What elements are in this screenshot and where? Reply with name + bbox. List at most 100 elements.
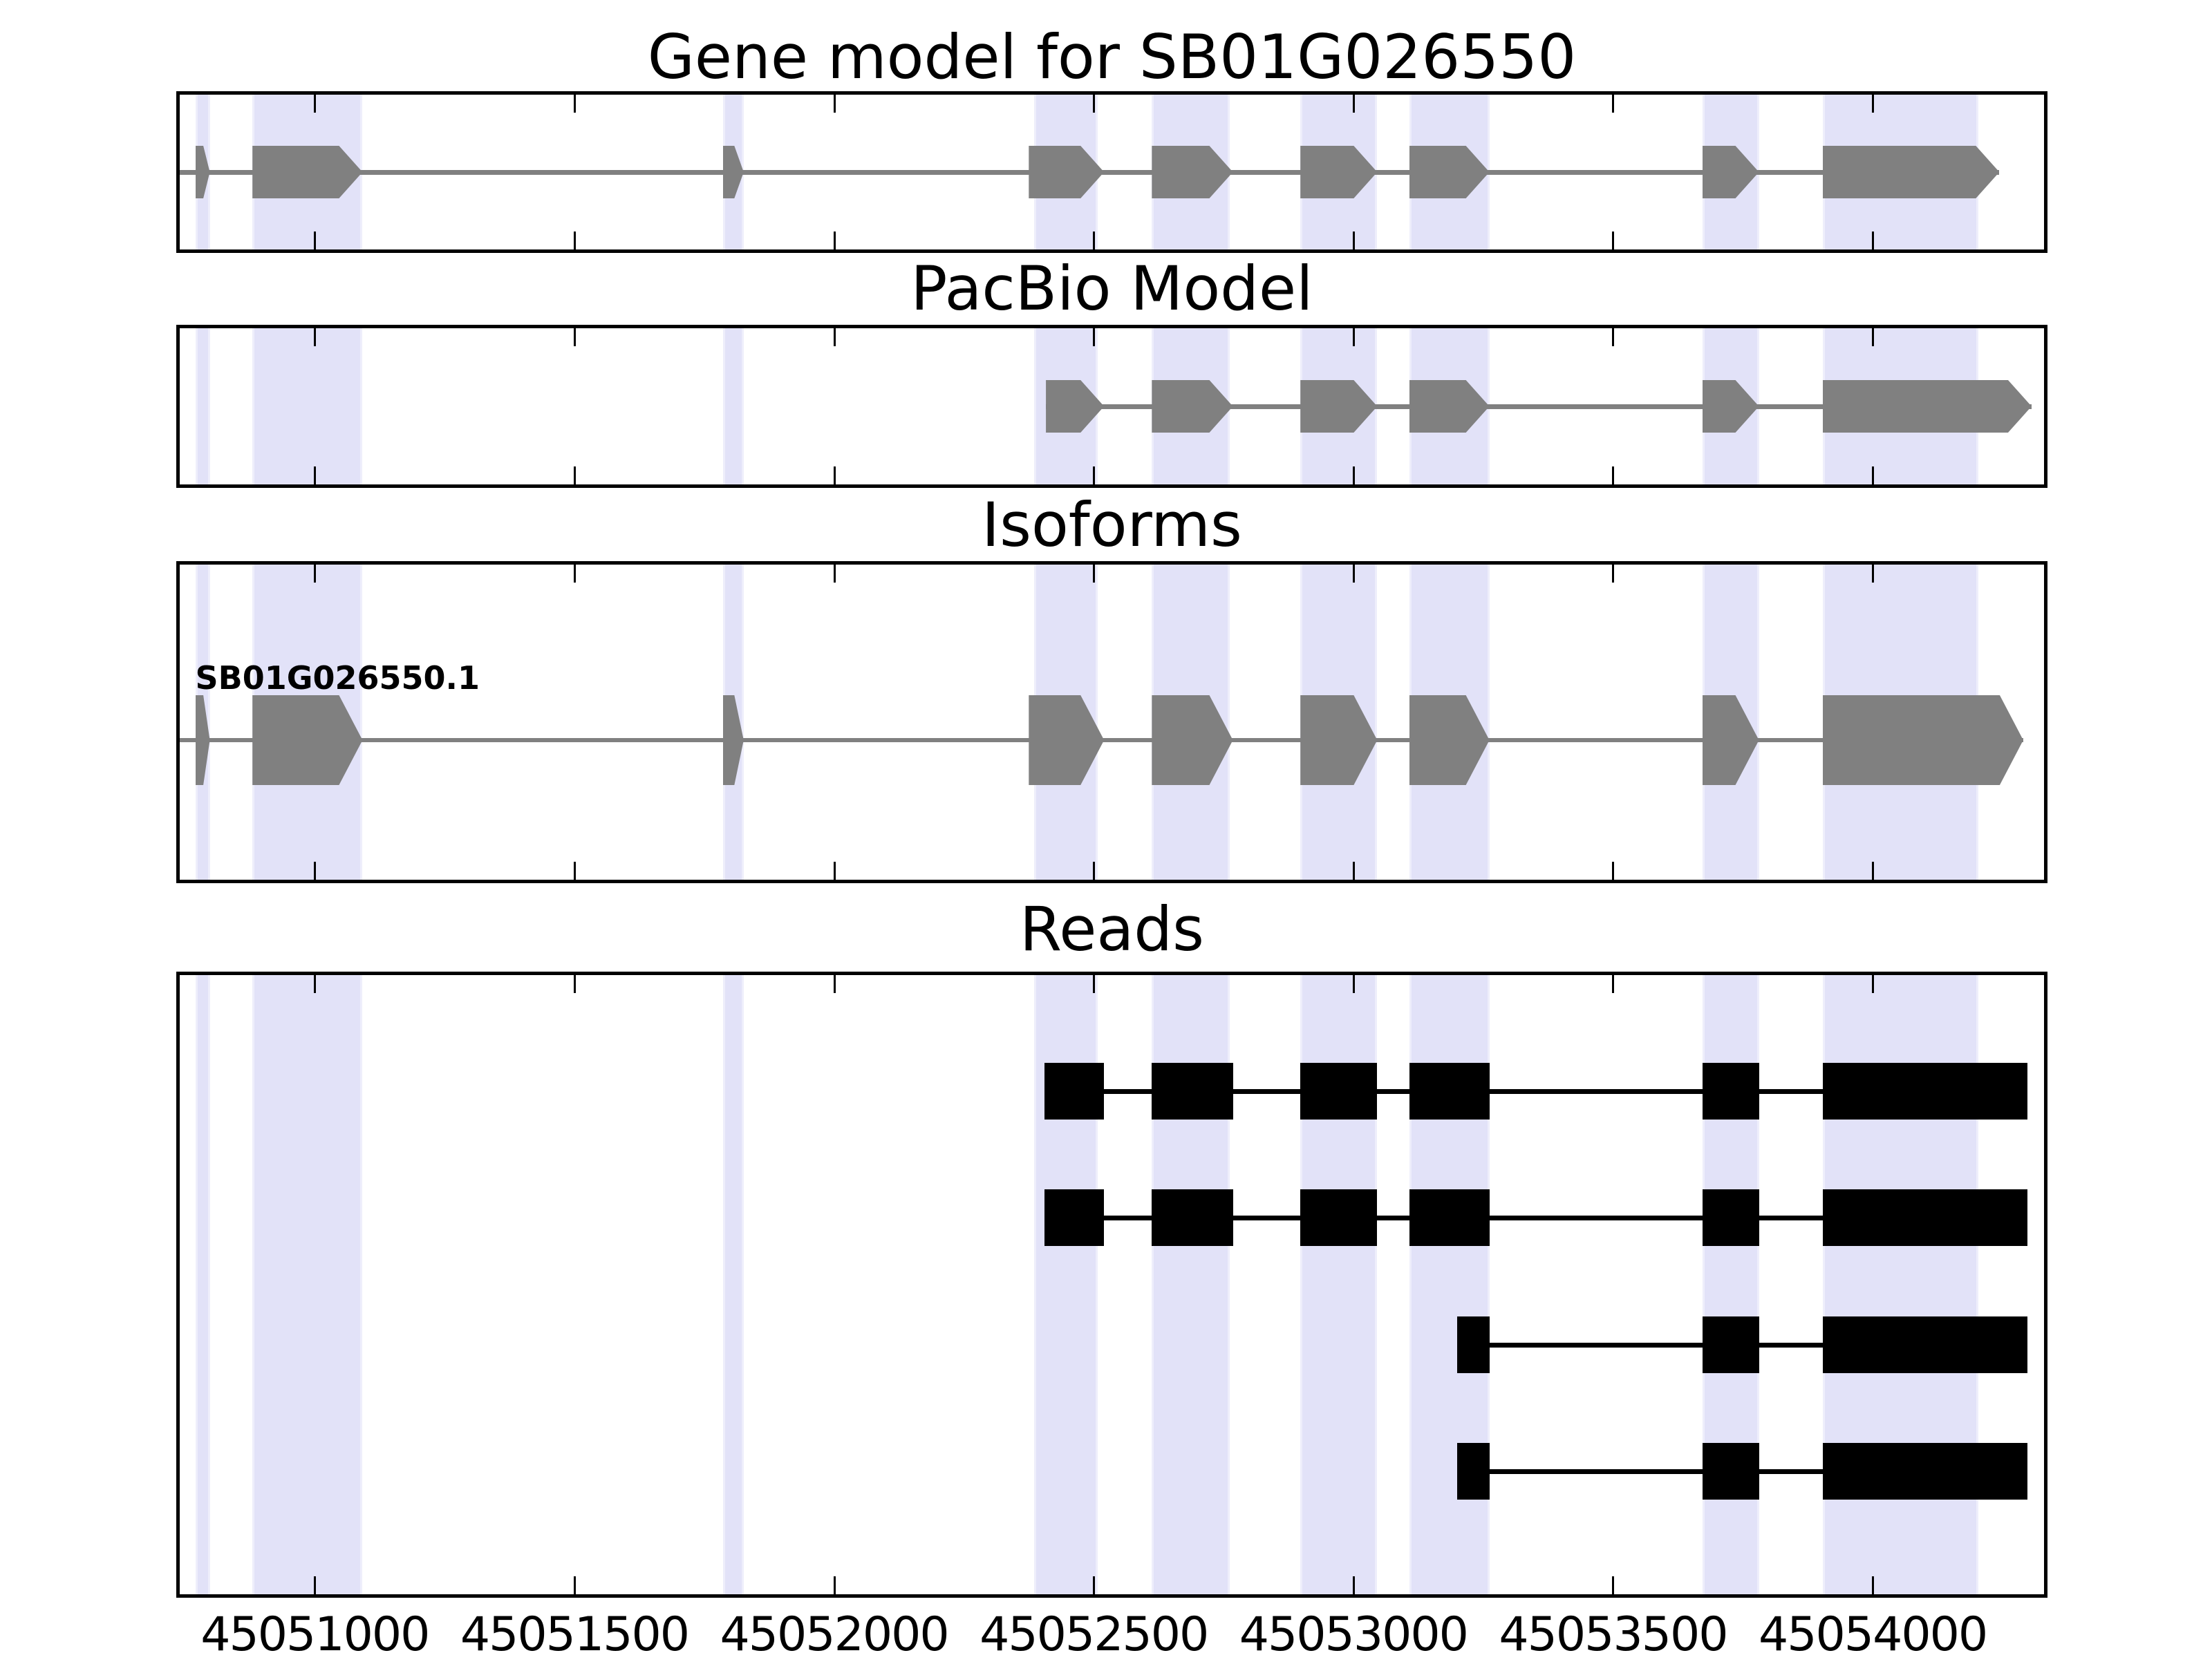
axis-tick-label: 45054000: [1759, 1607, 1988, 1662]
axis-tick: [1872, 975, 1875, 993]
intron-line: [1046, 404, 2032, 409]
axis-tick: [1093, 565, 1096, 583]
exon-highlight-band: [195, 328, 210, 484]
axis-tick: [1093, 95, 1096, 113]
axis-tick: [314, 466, 317, 484]
axis-tick: [314, 328, 317, 346]
read-exon-block: [1702, 1189, 1759, 1246]
axis-tick: [1612, 565, 1615, 583]
axis-tick: [1872, 95, 1875, 113]
exon-highlight-band: [195, 975, 210, 1594]
axis-tick-label: 45052000: [720, 1607, 950, 1662]
axis-tick: [833, 328, 836, 346]
read-exon-block: [1152, 1189, 1233, 1246]
axis-tick: [573, 975, 576, 993]
read-exon-block: [1822, 1443, 2027, 1500]
axis-tick: [1612, 95, 1615, 113]
axis-tick: [833, 95, 836, 113]
axis-tick: [314, 975, 317, 993]
exon-highlight-band: [252, 975, 363, 1594]
exon-arrow-block: [1822, 695, 2023, 785]
axis-tick: [833, 1576, 836, 1594]
read-exon-block: [1300, 1063, 1378, 1120]
axis-tick: [314, 95, 317, 113]
axis-tick: [1093, 975, 1096, 993]
axis-tick: [833, 232, 836, 249]
axis-tick: [1872, 232, 1875, 249]
exon-arrow-block: [195, 146, 210, 198]
read-exon-block: [1457, 1316, 1490, 1373]
axis-tick: [314, 565, 317, 583]
axis-tick: [1352, 466, 1355, 484]
axis-tick-label: 45052500: [980, 1607, 1209, 1662]
axis-tick: [1612, 975, 1615, 993]
read-exon-block: [1409, 1189, 1490, 1246]
exon-arrow-block: [1822, 380, 2032, 433]
axis-tick: [1352, 975, 1355, 993]
axis-tick: [1093, 1576, 1096, 1594]
isoforms-panel-title: Isoforms: [982, 489, 1242, 560]
axis-tick: [833, 975, 836, 993]
axis-tick: [1872, 862, 1875, 880]
axis-tick: [1872, 1576, 1875, 1594]
axis-tick: [1352, 328, 1355, 346]
axis-tick-label: 45051000: [200, 1607, 430, 1662]
axis-tick: [573, 466, 576, 484]
axis-tick: [573, 95, 576, 113]
pacbio-panel-title: PacBio Model: [910, 253, 1313, 324]
axis-tick: [1612, 862, 1615, 880]
read-line: [1044, 1216, 2027, 1220]
axis-tick: [1872, 466, 1875, 484]
figure-title: Gene model for SB01G026550: [647, 21, 1577, 93]
pacbio-model-track-panel: [176, 325, 2047, 488]
transcript-label: SB01G026550.1: [195, 659, 480, 697]
exon-arrow-block: [252, 695, 363, 785]
read-exon-block: [1044, 1063, 1105, 1120]
exon-highlight-band: [252, 328, 363, 484]
axis-tick: [1612, 466, 1615, 484]
read-exon-block: [1409, 1063, 1490, 1120]
read-exon-block: [1457, 1443, 1490, 1500]
axis-tick: [1352, 1576, 1355, 1594]
axis-tick: [1093, 232, 1096, 249]
axis-tick: [1352, 232, 1355, 249]
axis-tick: [314, 862, 317, 880]
exon-highlight-band: [722, 975, 744, 1594]
axis-tick: [1093, 862, 1096, 880]
axis-tick: [1352, 95, 1355, 113]
isoforms-track-panel: SB01G026550.1: [176, 561, 2047, 883]
axis-tick: [573, 1576, 576, 1594]
read-exon-block: [1822, 1316, 2027, 1373]
axis-tick: [1352, 862, 1355, 880]
axis-tick: [1612, 328, 1615, 346]
axis-tick: [1872, 328, 1875, 346]
exon-highlight-band: [722, 328, 744, 484]
axis-tick: [1612, 1576, 1615, 1594]
reads-panel-title: Reads: [1020, 894, 1204, 965]
axis-tick: [1093, 466, 1096, 484]
axis-tick-label: 45051500: [460, 1607, 690, 1662]
read-exon-block: [1300, 1189, 1378, 1246]
axis-tick: [833, 862, 836, 880]
exon-arrow-block: [195, 695, 210, 785]
axis-tick: [1872, 565, 1875, 583]
read-exon-block: [1044, 1189, 1105, 1246]
axis-tick-label: 45053000: [1239, 1607, 1469, 1662]
axis-tick: [573, 328, 576, 346]
axis-tick: [833, 565, 836, 583]
read-exon-block: [1152, 1063, 1233, 1120]
axis-tick-label: 45053500: [1499, 1607, 1728, 1662]
exon-arrow-block: [252, 146, 363, 198]
gene-model-track-panel: [176, 91, 2047, 253]
reads-track-panel: [176, 972, 2047, 1598]
axis-tick: [314, 232, 317, 249]
read-exon-block: [1702, 1063, 1759, 1120]
exon-arrow-block: [1822, 146, 2000, 198]
axis-tick: [1612, 232, 1615, 249]
axis-tick: [1093, 328, 1096, 346]
axis-tick: [314, 1576, 317, 1594]
read-line: [1044, 1089, 2027, 1094]
axis-tick: [833, 466, 836, 484]
axis-tick: [1352, 565, 1355, 583]
